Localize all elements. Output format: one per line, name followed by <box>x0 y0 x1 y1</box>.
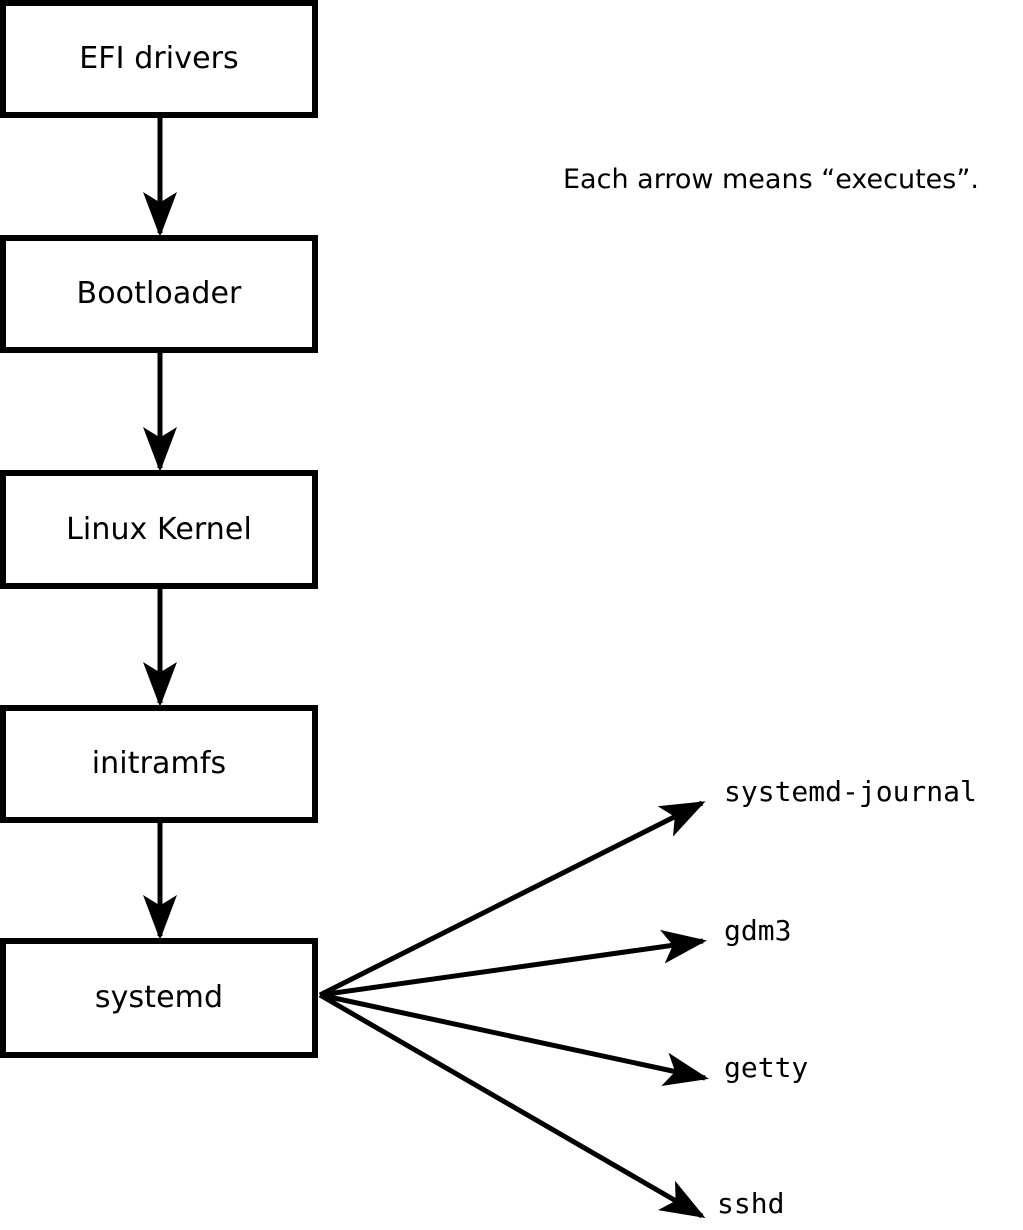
process-box-label: EFI drivers <box>79 41 239 76</box>
process-box-bootloader: Bootloader <box>0 235 318 353</box>
process-box-initramfs: initramfs <box>0 705 318 823</box>
process-box-label: initramfs <box>91 746 227 781</box>
executes-arrow-systemd-to-gdm3 <box>319 929 707 998</box>
process-box-label: systemd <box>94 980 224 1015</box>
executes-arrow-systemd-to-getty <box>319 992 709 1086</box>
executes-arrow-systemd-to-sshd <box>318 992 706 1219</box>
process-box-efi-drivers: EFI drivers <box>0 0 318 118</box>
process-box-systemd: systemd <box>0 938 318 1058</box>
legend-note: Each arrow means “executes”. <box>563 164 979 195</box>
service-label-getty: getty <box>724 1051 809 1084</box>
process-box-label: Linux Kernel <box>66 511 252 547</box>
service-label-systemd-journal: systemd-journal <box>724 775 977 808</box>
service-label-gdm3: gdm3 <box>724 914 792 947</box>
service-label-sshd: sshd <box>717 1187 785 1220</box>
process-box-linux-kernel: Linux Kernel <box>0 470 318 589</box>
fanout-arrow-group <box>318 800 709 1219</box>
process-box-label: Bootloader <box>76 276 242 311</box>
executes-arrow-systemd-to-systemd-journal <box>318 800 706 998</box>
